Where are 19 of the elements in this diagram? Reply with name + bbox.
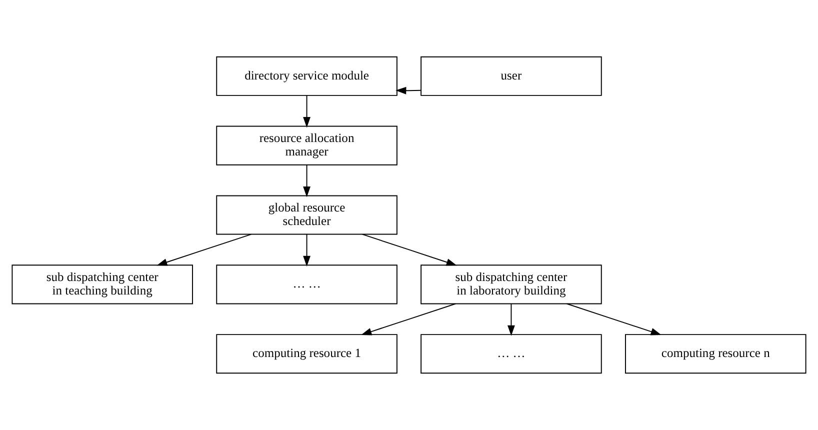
arrow bbox=[396, 86, 422, 94]
node-box: resource allocation manager bbox=[216, 126, 398, 166]
arrow bbox=[360, 303, 456, 336]
node-box: user bbox=[420, 56, 602, 96]
arrow bbox=[566, 303, 662, 336]
arrow bbox=[362, 234, 458, 266]
node-box: sub dispatching center in teaching building bbox=[12, 264, 193, 304]
node-box: computing resource n bbox=[625, 334, 806, 374]
arrow bbox=[303, 164, 310, 198]
arrow bbox=[156, 234, 252, 266]
node-box: directory service module bbox=[216, 56, 398, 96]
arrow bbox=[303, 95, 310, 128]
node-box: global resource scheduler bbox=[216, 195, 398, 235]
arrow bbox=[303, 234, 310, 266]
arrow bbox=[508, 303, 515, 336]
node-box: computing resource 1 bbox=[216, 334, 398, 374]
node-box: sub dispatching center in laboratory building bbox=[420, 264, 602, 304]
node-box: … … bbox=[420, 334, 602, 374]
node-box: … … bbox=[216, 264, 398, 304]
